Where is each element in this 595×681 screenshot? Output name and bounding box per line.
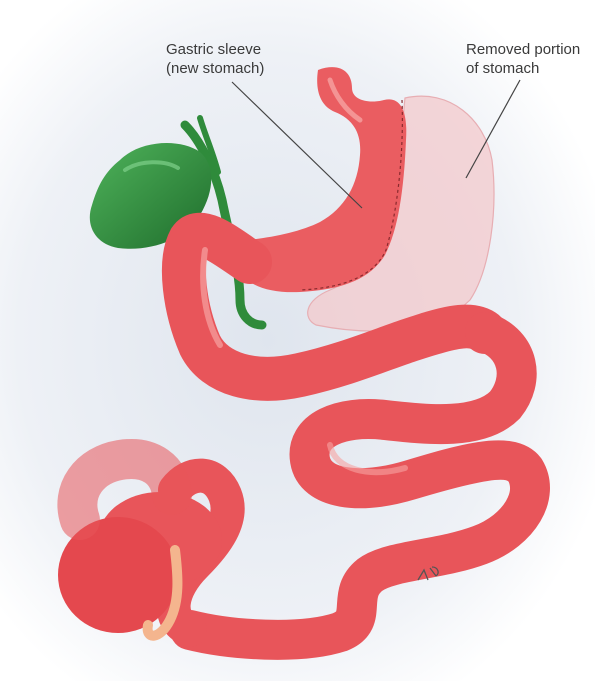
gastric-sleeve-label: Gastric sleeve (new stomach): [166, 40, 264, 78]
removed-portion-label-line1: Removed portion: [466, 40, 580, 59]
removed-portion-label: Removed portion of stomach: [466, 40, 580, 78]
gastric-sleeve-label-line1: Gastric sleeve: [166, 40, 264, 59]
removed-portion-label-line2: of stomach: [466, 59, 580, 78]
gastric-sleeve-label-line2: (new stomach): [166, 59, 264, 78]
